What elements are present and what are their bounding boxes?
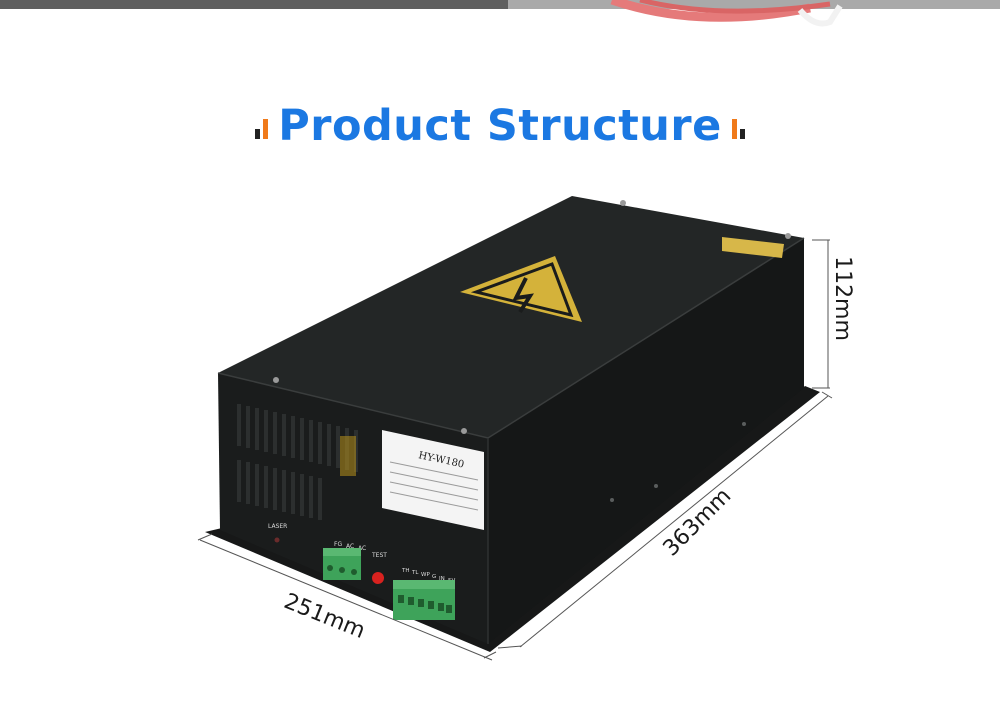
title-decoration-right bbox=[731, 113, 745, 139]
top-sticker bbox=[722, 237, 784, 258]
test-button bbox=[372, 572, 384, 584]
svg-text:TH: TH bbox=[401, 568, 410, 574]
spec-label bbox=[382, 430, 484, 530]
case-top bbox=[218, 196, 804, 438]
screw bbox=[620, 200, 626, 206]
vent-glow bbox=[340, 436, 356, 476]
svg-text:G: G bbox=[432, 574, 436, 580]
svg-text:WP: WP bbox=[421, 572, 430, 578]
section-header: Product Structure bbox=[0, 96, 1000, 156]
svg-text:TL: TL bbox=[411, 570, 419, 576]
title-decoration-left bbox=[255, 113, 269, 139]
screw bbox=[273, 377, 279, 383]
red-cable-image bbox=[610, 0, 843, 27]
svg-text:FG: FG bbox=[334, 541, 342, 548]
page-title: Product Structure bbox=[278, 101, 722, 151]
screw bbox=[785, 233, 791, 239]
laser-label: LASER bbox=[268, 523, 287, 530]
top-strip-dark bbox=[0, 0, 508, 9]
port-labels: FG AC AC TEST bbox=[334, 541, 387, 559]
svg-text:AC: AC bbox=[346, 543, 354, 550]
svg-text:TEST: TEST bbox=[371, 552, 387, 559]
svg-text:IN: IN bbox=[439, 576, 445, 582]
laser-led bbox=[274, 537, 280, 543]
height-dimension: 112mm bbox=[829, 256, 855, 341]
svg-text:AC: AC bbox=[358, 545, 366, 552]
case-side bbox=[488, 238, 804, 644]
screw bbox=[461, 428, 467, 434]
dimension-lines bbox=[197, 239, 833, 661]
top-strip-light bbox=[508, 0, 1000, 9]
